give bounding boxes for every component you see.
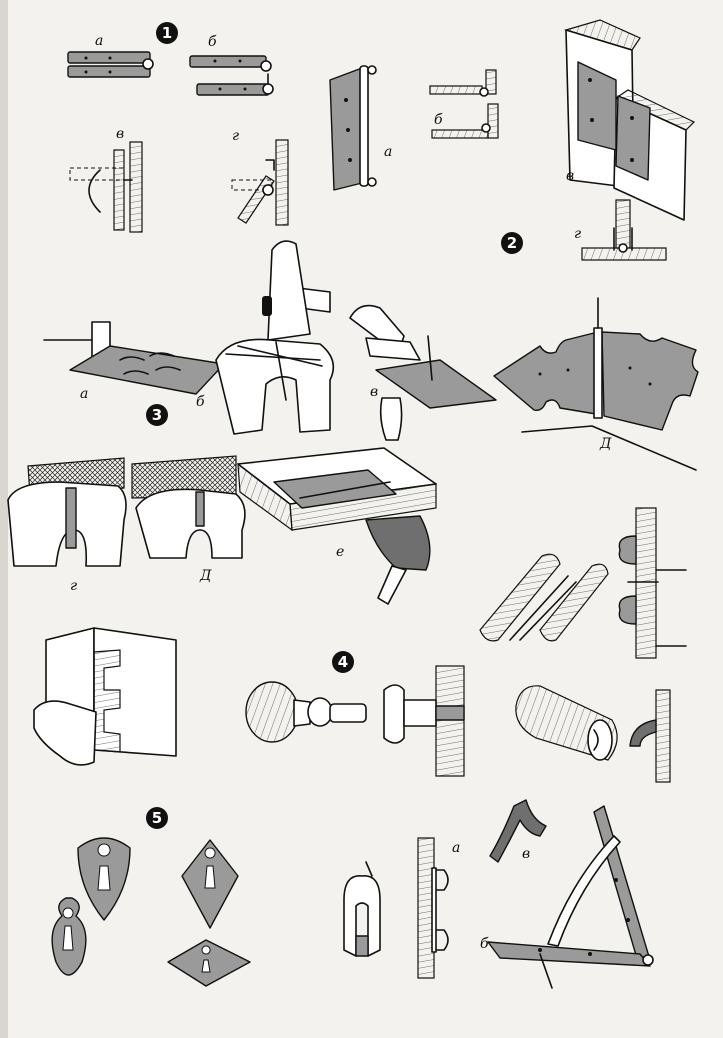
hinge-1a [67, 51, 154, 78]
figure-4-knobs: 4 [33, 507, 687, 783]
figure-number-1: 1 [156, 22, 178, 44]
label-5a: а [452, 840, 460, 856]
label-3b: б [196, 394, 205, 410]
catch-clip [343, 861, 381, 957]
hinge-2g-section [581, 199, 667, 261]
figure-number-3: 3 [146, 404, 168, 426]
label-1g: г [232, 128, 239, 144]
label-5v: в [522, 846, 530, 862]
escutcheon-shield [77, 837, 131, 921]
moulding-piece [515, 685, 618, 761]
knob-round [245, 681, 367, 743]
figure-number-5: 5 [146, 807, 168, 829]
corner-joint [33, 627, 177, 766]
label-5b: б [480, 936, 489, 952]
label-2v: в [566, 168, 574, 184]
label-2a: а [384, 144, 392, 160]
label-2g: г [574, 226, 581, 242]
hinge-1b [189, 55, 274, 96]
svg-text:1: 1 [162, 24, 172, 42]
svg-text:2: 2 [507, 234, 517, 252]
anvil-3d-lower [131, 455, 246, 559]
label-1a: а [95, 33, 103, 49]
figure-3-hinge-making: а б 3 в [7, 240, 699, 605]
figure-number-2: 2 [501, 232, 523, 254]
moulding-strips [479, 553, 609, 642]
figure-1-hinges: 1 а б в [67, 22, 289, 233]
strap-hinge-3d [493, 297, 699, 471]
figure-5-keyholes-and-brackets: 5 [51, 799, 654, 989]
hinge-1v-diagram [69, 141, 143, 233]
escutcheon-flat [167, 939, 251, 987]
label-3d-bottom: Д [199, 568, 212, 584]
anvil-3b [215, 338, 335, 435]
label-1b: б [208, 34, 217, 50]
label-3v: в [370, 384, 378, 400]
label-1v: в [116, 126, 124, 142]
svg-text:3: 3 [152, 406, 162, 424]
figure-number-4: 4 [332, 651, 354, 673]
moulding-profile [618, 507, 687, 659]
label-3g: г [70, 578, 77, 594]
escutcheon-round [51, 897, 87, 976]
label-2b: б [434, 112, 443, 128]
catch-section-5a [417, 837, 449, 979]
hinge-2a [329, 65, 377, 191]
template-3a [43, 321, 225, 395]
bent-pin-5v [489, 799, 547, 863]
folding-bracket-5b [487, 805, 654, 989]
hinge-2v-box [563, 19, 696, 221]
pliers-3v [349, 304, 497, 441]
svg-text:4: 4 [338, 653, 348, 671]
page-edge-shadow [0, 0, 8, 1038]
label-3d-top: Д [599, 436, 612, 452]
svg-text:5: 5 [152, 809, 162, 827]
label-3e: е [336, 544, 344, 560]
moulding-profile-2 [629, 689, 671, 783]
form-3e [237, 447, 437, 605]
saw-clamp-3g [7, 457, 127, 567]
escutcheon-diamond [181, 839, 239, 929]
hinge-2b-sections [429, 69, 499, 139]
knob-installed [383, 665, 465, 777]
label-3a: а [80, 386, 88, 402]
mallet-3b [262, 240, 331, 341]
figure-2-piano-hinges: а б в 2 [329, 19, 696, 261]
hinge-1g-diagram [231, 139, 289, 226]
